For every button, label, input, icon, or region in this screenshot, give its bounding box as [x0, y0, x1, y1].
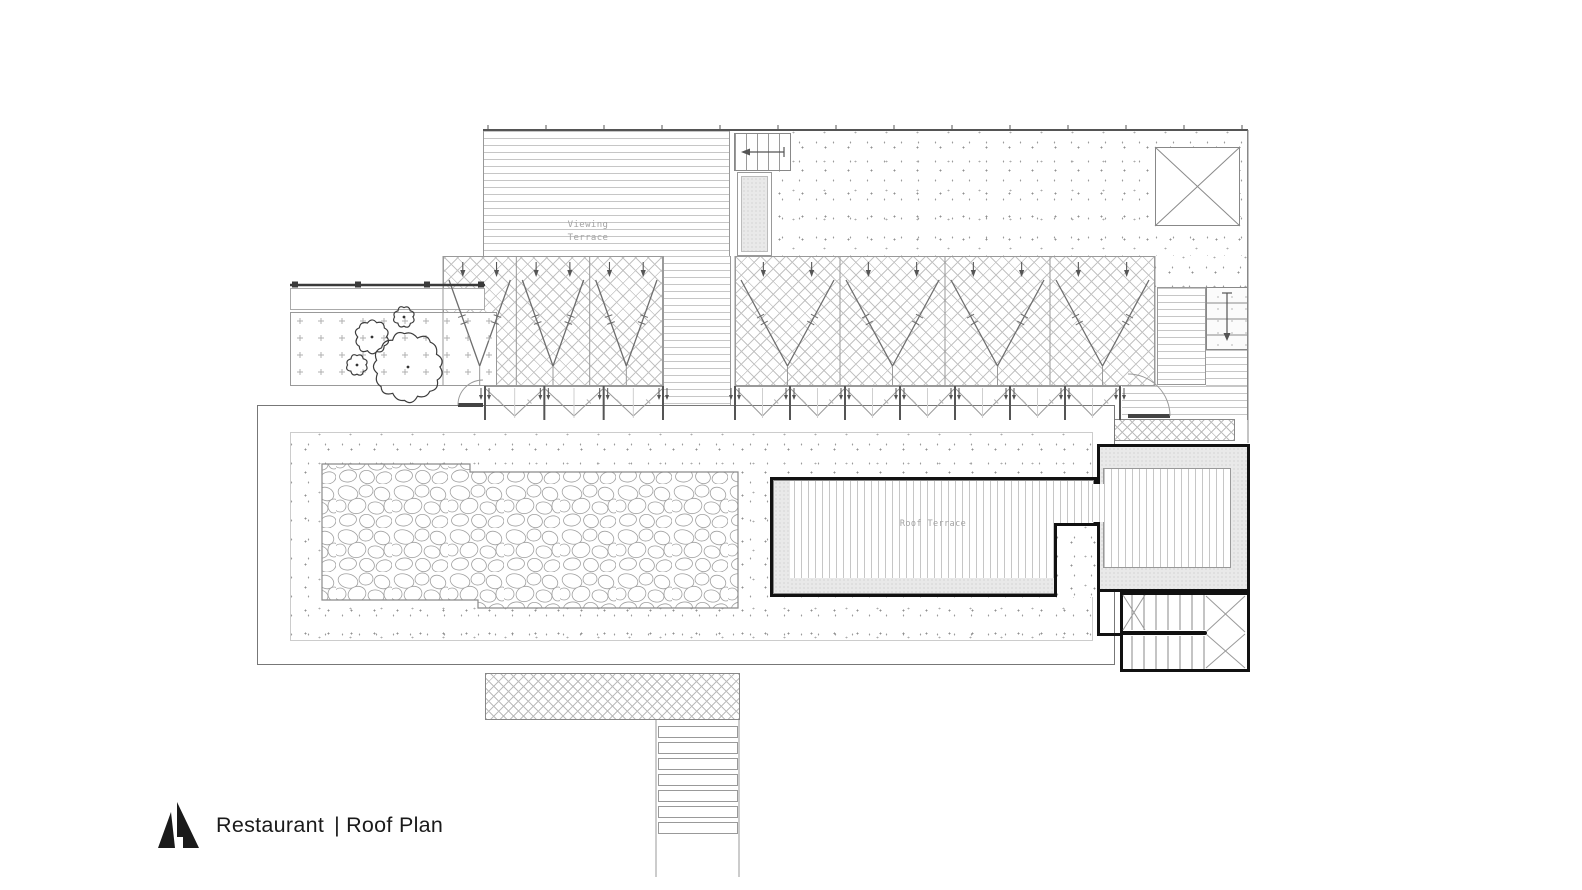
- viewing-terrace-deck-gap: [663, 256, 731, 420]
- viewing-terrace-deck: [483, 131, 730, 256]
- gravel-roof-upper-right: [1155, 256, 1248, 287]
- project-name: Restaurant: [216, 812, 325, 837]
- skylight: [1155, 147, 1240, 226]
- east-deck-wide: [1122, 386, 1248, 420]
- title-separator: |: [334, 812, 341, 837]
- mountain-logo-icon: [158, 802, 199, 848]
- path-tread: [658, 822, 738, 834]
- sheet-name: Roof Plan: [346, 812, 444, 837]
- viewing-terrace-label: Viewing Terrace: [567, 220, 609, 243]
- east-stair: [1206, 287, 1248, 350]
- terrace-planter-left: [774, 481, 790, 593]
- roof-terrace-label: Roof Terrace: [899, 519, 967, 529]
- stair-tower-deck: [1103, 468, 1231, 568]
- roof-terrace: [770, 477, 1097, 597]
- terrace-notch: [1054, 523, 1097, 597]
- path-tread: [658, 726, 738, 738]
- east-deck-lower: [1206, 350, 1248, 386]
- roof-shaft: [737, 172, 772, 256]
- east-deck-strip: [1157, 287, 1206, 385]
- stair-connector-v: [1097, 592, 1100, 636]
- louvre-roof-right: [735, 256, 1155, 386]
- path-tread: [658, 774, 738, 786]
- title-block: Restaurant |Roof Plan: [156, 800, 443, 850]
- path-tread: [658, 806, 738, 818]
- terrace-planter-bottom: [790, 578, 1054, 593]
- path-tread: [658, 790, 738, 802]
- path-tread: [658, 742, 738, 754]
- garden-planter: [290, 312, 497, 386]
- switchback-stair: [1120, 592, 1250, 672]
- entry-hatch-band: [485, 673, 740, 720]
- terrace-passage: [1092, 484, 1104, 522]
- path-tread: [658, 758, 738, 770]
- drawing-title: Restaurant |Roof Plan: [216, 813, 443, 838]
- stair-connector-h: [1097, 633, 1123, 636]
- garden-walkway: [290, 288, 485, 310]
- upper-stair: [734, 133, 791, 171]
